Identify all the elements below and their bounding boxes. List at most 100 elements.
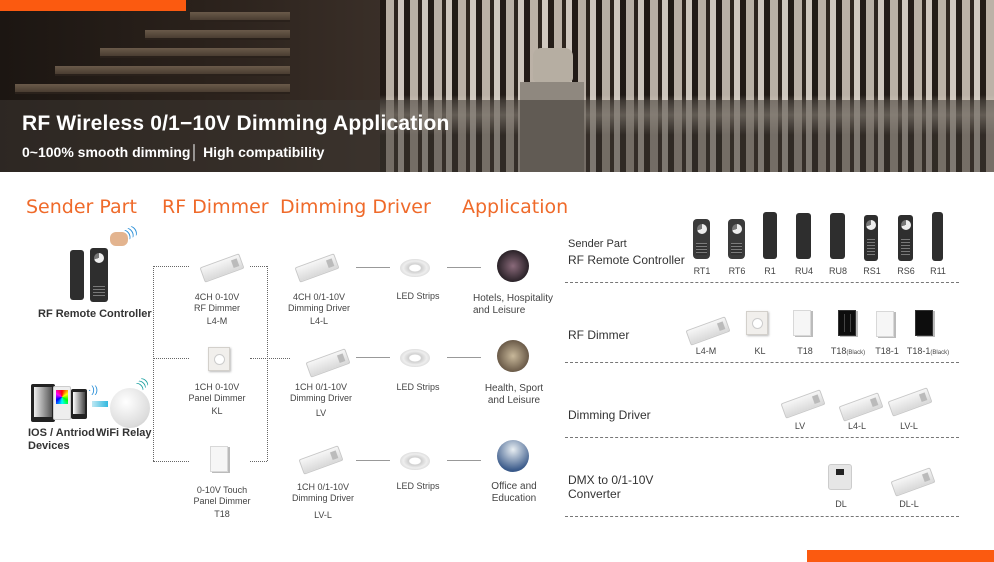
dimmer-model: KL bbox=[211, 406, 223, 416]
remote-model-label: RT1 bbox=[693, 266, 711, 276]
remote-r11-image bbox=[932, 212, 943, 261]
slim-remote-icon bbox=[70, 250, 84, 300]
smartphones-icon bbox=[31, 384, 87, 422]
remote-model-label: R11 bbox=[930, 266, 946, 276]
lv-l-image bbox=[887, 387, 933, 417]
l4-m-dimmer-image bbox=[199, 253, 245, 283]
remote-rs6-image bbox=[898, 215, 913, 261]
rf-dimmer-model-label: T18-1 bbox=[875, 346, 899, 356]
rf-dimmer-model-label: T18 bbox=[797, 346, 813, 356]
wifi-relay-label: WiFi Relay bbox=[96, 427, 152, 439]
staircase-image bbox=[0, 0, 300, 172]
led-strip-reel-image bbox=[400, 349, 430, 367]
driver-model: L4-L bbox=[309, 316, 328, 326]
driver-model-label: L4-L bbox=[847, 421, 866, 431]
catalog-dimming-driver-title: Dimming Driver bbox=[568, 408, 651, 422]
remote-model-label: RS1 bbox=[863, 266, 881, 276]
gym-photo bbox=[497, 340, 529, 372]
hotel-photo bbox=[497, 250, 529, 282]
page-subtitle: 0~100% smooth dimming│ High compatibilit… bbox=[22, 144, 325, 160]
dimmer-model: L4-M bbox=[206, 316, 228, 326]
wifi-signal-icon: ·)) bbox=[88, 385, 98, 396]
catalog-remote-title: RF Remote Controller bbox=[568, 253, 685, 267]
rf-dimmer-model-label: KL bbox=[754, 346, 766, 356]
hero-banner: RF Wireless 0/1−10V Dimming Application … bbox=[0, 0, 994, 172]
lv-driver-image bbox=[305, 348, 351, 378]
catalog-rf-dimmer-title: RF Dimmer bbox=[568, 328, 630, 342]
rf-dimmer-model-label: T18(Black) bbox=[830, 346, 866, 356]
heading-rf-dimmer: RF Dimmer bbox=[162, 196, 269, 218]
dimmer-model: T18 bbox=[214, 509, 230, 519]
heading-sender-part: Sender Part bbox=[26, 196, 137, 218]
rf-remote-controller-label: RF Remote Controller bbox=[38, 308, 152, 320]
remote-model-label: RU8 bbox=[828, 266, 847, 276]
lv-l-driver-image bbox=[298, 445, 344, 475]
dl-converter-image bbox=[828, 464, 852, 490]
led-strip-label: LED Strips bbox=[396, 291, 440, 301]
remote-ru4-image bbox=[796, 213, 811, 259]
divider bbox=[565, 282, 959, 283]
led-strip-label: LED Strips bbox=[396, 481, 440, 491]
t18-1-image bbox=[876, 311, 894, 337]
kl-panel-dimmer-image bbox=[208, 347, 230, 371]
remote-r1-image bbox=[763, 212, 777, 259]
arrow-icon bbox=[92, 401, 108, 407]
converter-model-label: DL-L bbox=[899, 499, 919, 509]
lv-image bbox=[780, 389, 826, 419]
driver-model: LV bbox=[315, 408, 327, 418]
connector-line bbox=[267, 266, 268, 461]
l4-m-image bbox=[685, 316, 731, 346]
l4-l-image bbox=[838, 392, 884, 422]
remote-ru8-image bbox=[830, 213, 845, 259]
converter-model-label: DL bbox=[835, 499, 847, 509]
t18-image bbox=[793, 310, 811, 336]
kl-image bbox=[746, 311, 768, 335]
rf-dimmer-model-label: T18-1(Black) bbox=[906, 346, 950, 356]
wifi-relay-icon bbox=[110, 388, 150, 428]
divider bbox=[565, 362, 959, 363]
accent-bar-bottom bbox=[807, 550, 994, 562]
driver-model-label: LV-L bbox=[900, 421, 918, 431]
led-strip-label: LED Strips bbox=[396, 382, 440, 392]
t18-1-black-image bbox=[915, 310, 933, 336]
dl-l-converter-image bbox=[890, 467, 936, 497]
divider bbox=[565, 516, 959, 517]
driver-model: LV-L bbox=[314, 510, 332, 520]
remote-model-label: RT6 bbox=[728, 266, 746, 276]
driver-model-label: LV bbox=[794, 421, 806, 431]
heading-dimming-driver: Dimming Driver bbox=[280, 196, 431, 218]
hand-remote-icon bbox=[110, 232, 128, 246]
remote-rt6-image bbox=[728, 219, 745, 259]
remote-rt1-image bbox=[693, 219, 710, 259]
rf-dimmer-model-label: L4-M bbox=[695, 346, 717, 356]
remote-model-label: R1 bbox=[764, 266, 776, 276]
led-strip-reel-image bbox=[400, 452, 430, 470]
led-strip-reel-image bbox=[400, 259, 430, 277]
l4-l-driver-image bbox=[294, 253, 340, 283]
heading-application: Application bbox=[462, 196, 569, 218]
office-photo bbox=[497, 440, 529, 472]
t18-black-image bbox=[838, 310, 856, 336]
t18-touch-panel-image bbox=[210, 446, 228, 472]
remote-rs1-image bbox=[864, 215, 878, 261]
vase-image bbox=[533, 48, 573, 82]
accent-bar-top bbox=[0, 0, 186, 11]
divider bbox=[565, 437, 959, 438]
connector-line bbox=[153, 266, 154, 461]
remote-model-label: RU4 bbox=[794, 266, 813, 276]
catalog-sender-title: Sender Part bbox=[568, 238, 627, 250]
remote-model-label: RS6 bbox=[897, 266, 915, 276]
rf-remote-icon bbox=[90, 248, 108, 302]
page-title: RF Wireless 0/1−10V Dimming Application bbox=[22, 112, 450, 135]
